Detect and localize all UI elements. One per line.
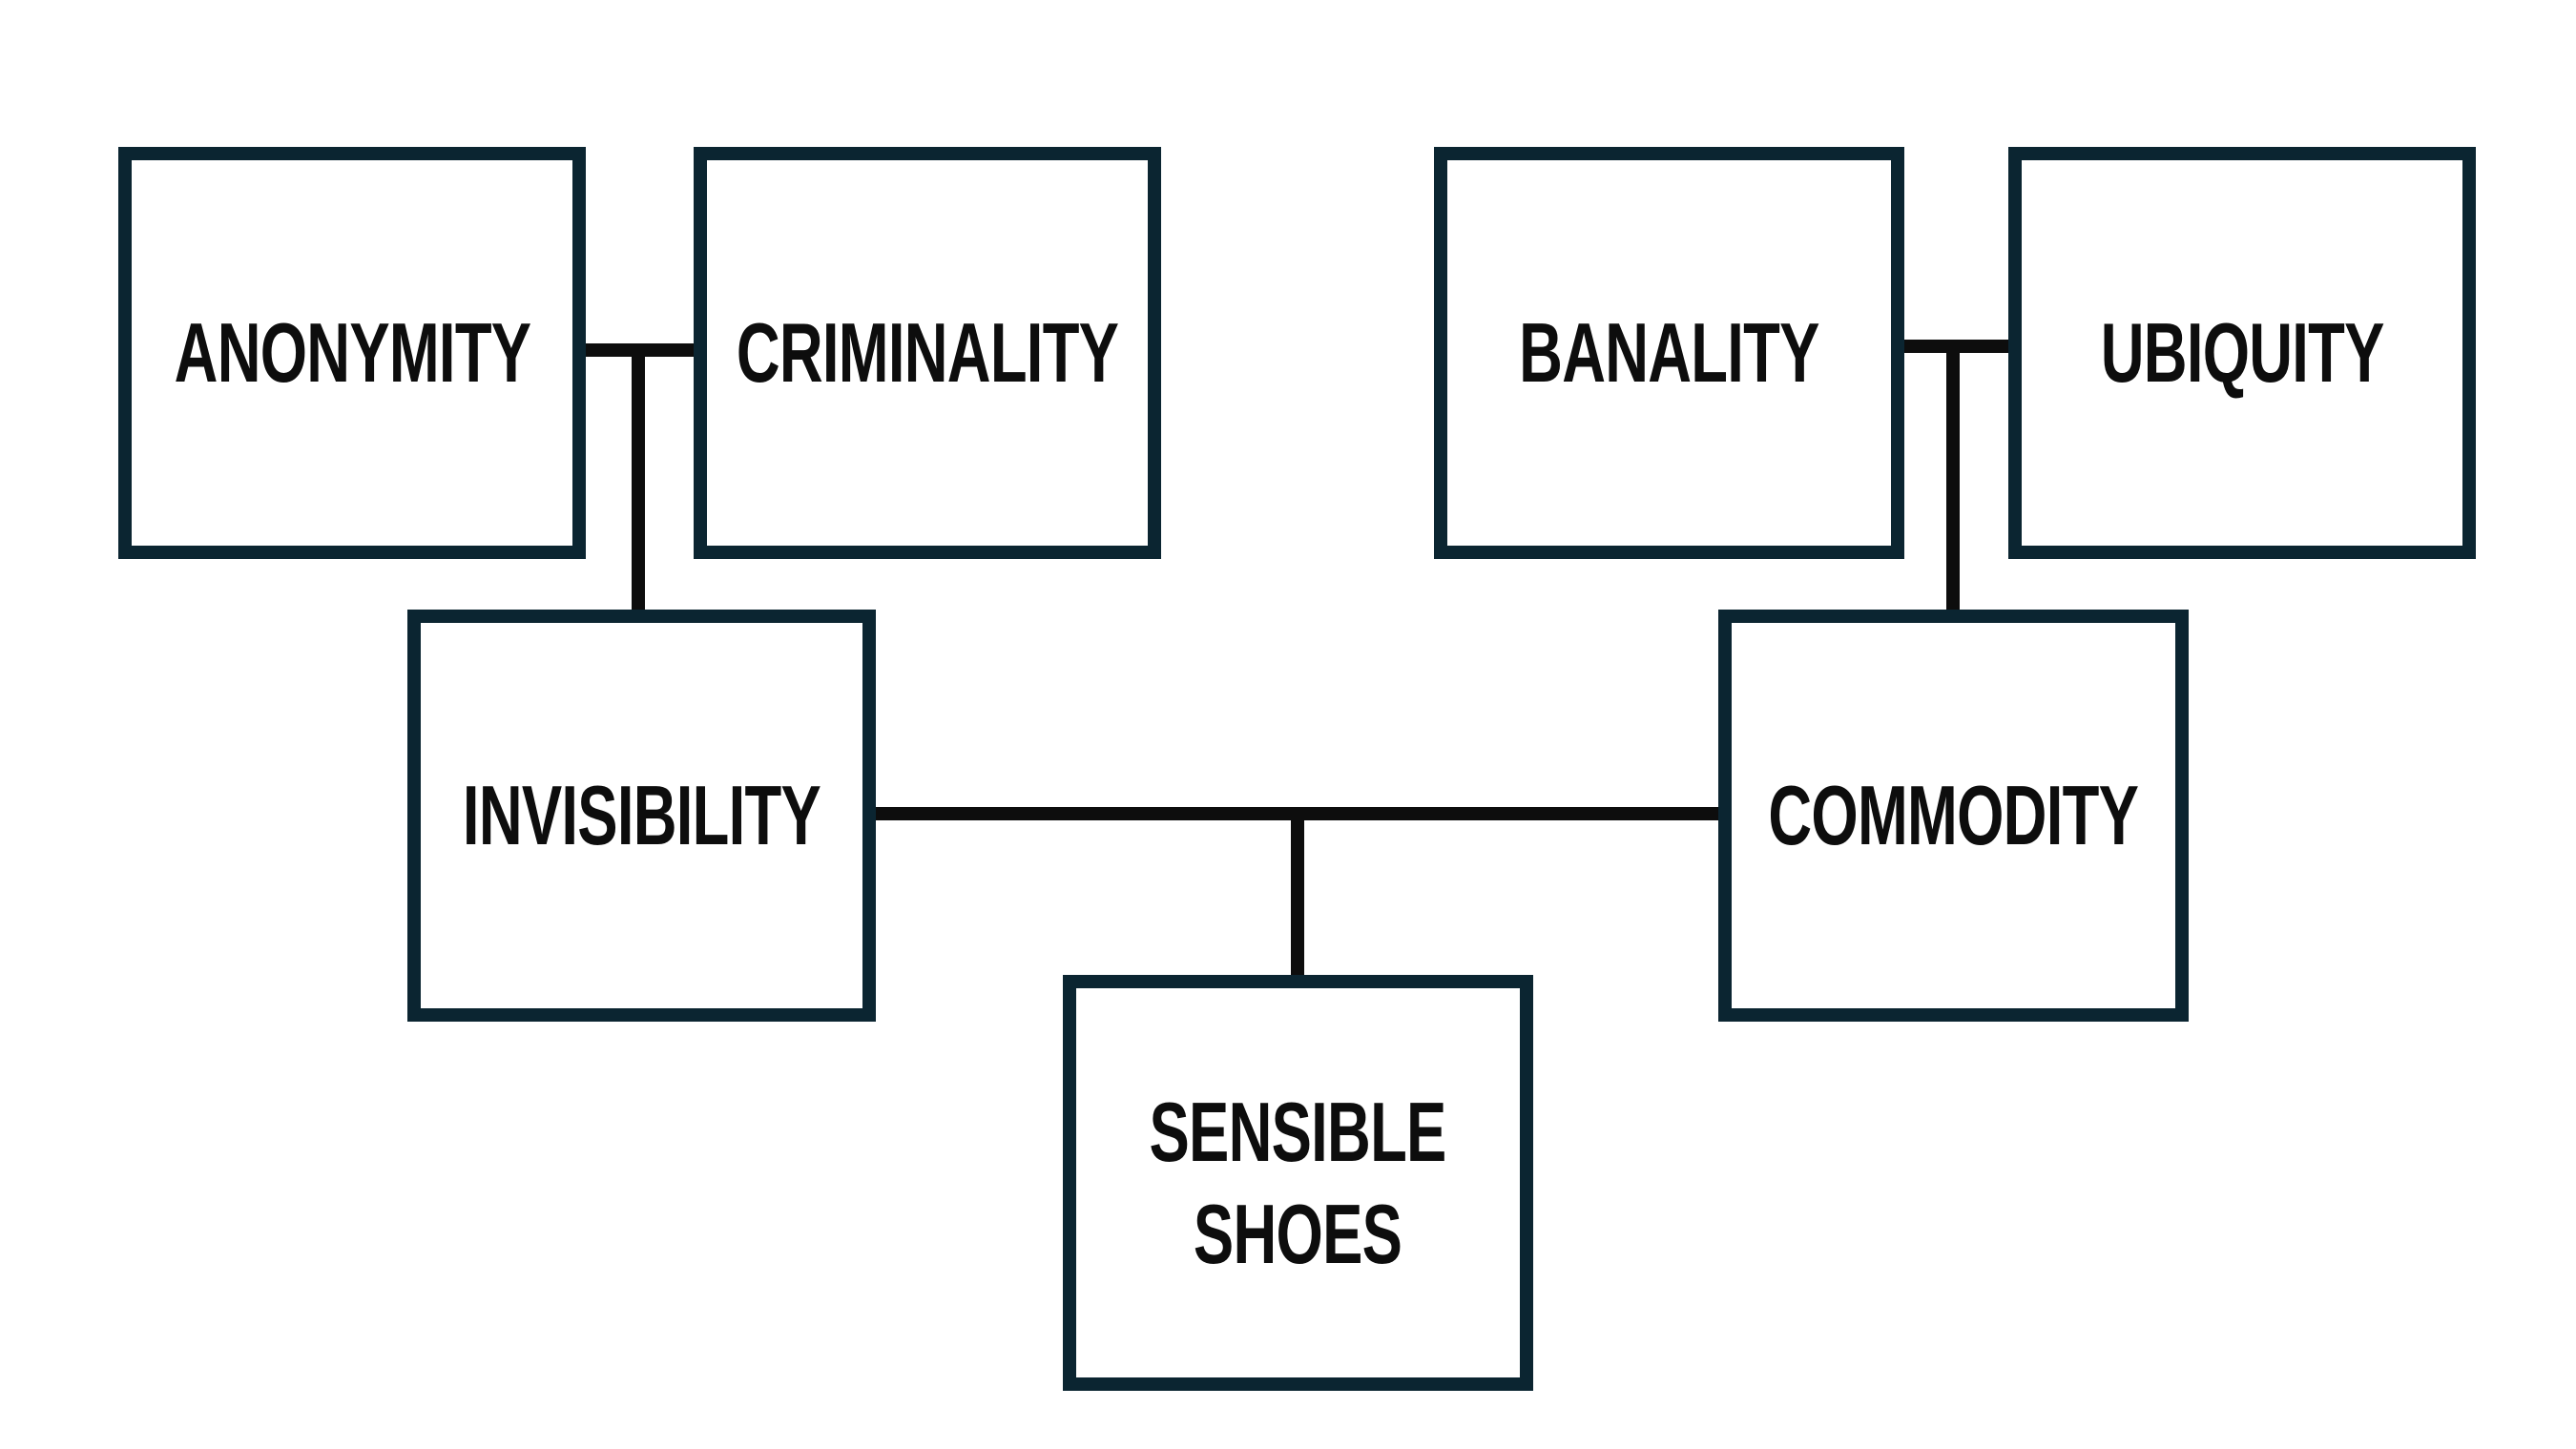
node-ubiquity: UBIQUITY — [2008, 147, 2476, 559]
node-sensible-shoes: SENSIBLE SHOES — [1063, 975, 1533, 1391]
node-banality: BANALITY — [1434, 147, 1904, 559]
node-ubiquity-label: UBIQUITY — [2100, 305, 2385, 401]
node-invisibility: INVISIBILITY — [407, 610, 876, 1022]
node-commodity: COMMODITY — [1718, 610, 2189, 1022]
node-anonymity-label: ANONYMITY — [174, 305, 530, 401]
node-commodity-label: COMMODITY — [1768, 768, 2139, 863]
node-banality-label: BANALITY — [1519, 305, 1819, 401]
connector-to-sensible-shoes — [1291, 814, 1304, 983]
connector-to-commodity — [1946, 346, 1960, 616]
node-sensible-shoes-label: SENSIBLE SHOES — [1149, 1084, 1447, 1281]
node-anonymity: ANONYMITY — [118, 147, 586, 559]
node-criminality: CRIMINALITY — [694, 147, 1161, 559]
node-invisibility-label: INVISIBILITY — [462, 768, 821, 863]
node-criminality-label: CRIMINALITY — [736, 305, 1119, 401]
connector-to-invisibility — [632, 350, 645, 616]
connector-banality-ubiquity — [1898, 340, 2027, 353]
